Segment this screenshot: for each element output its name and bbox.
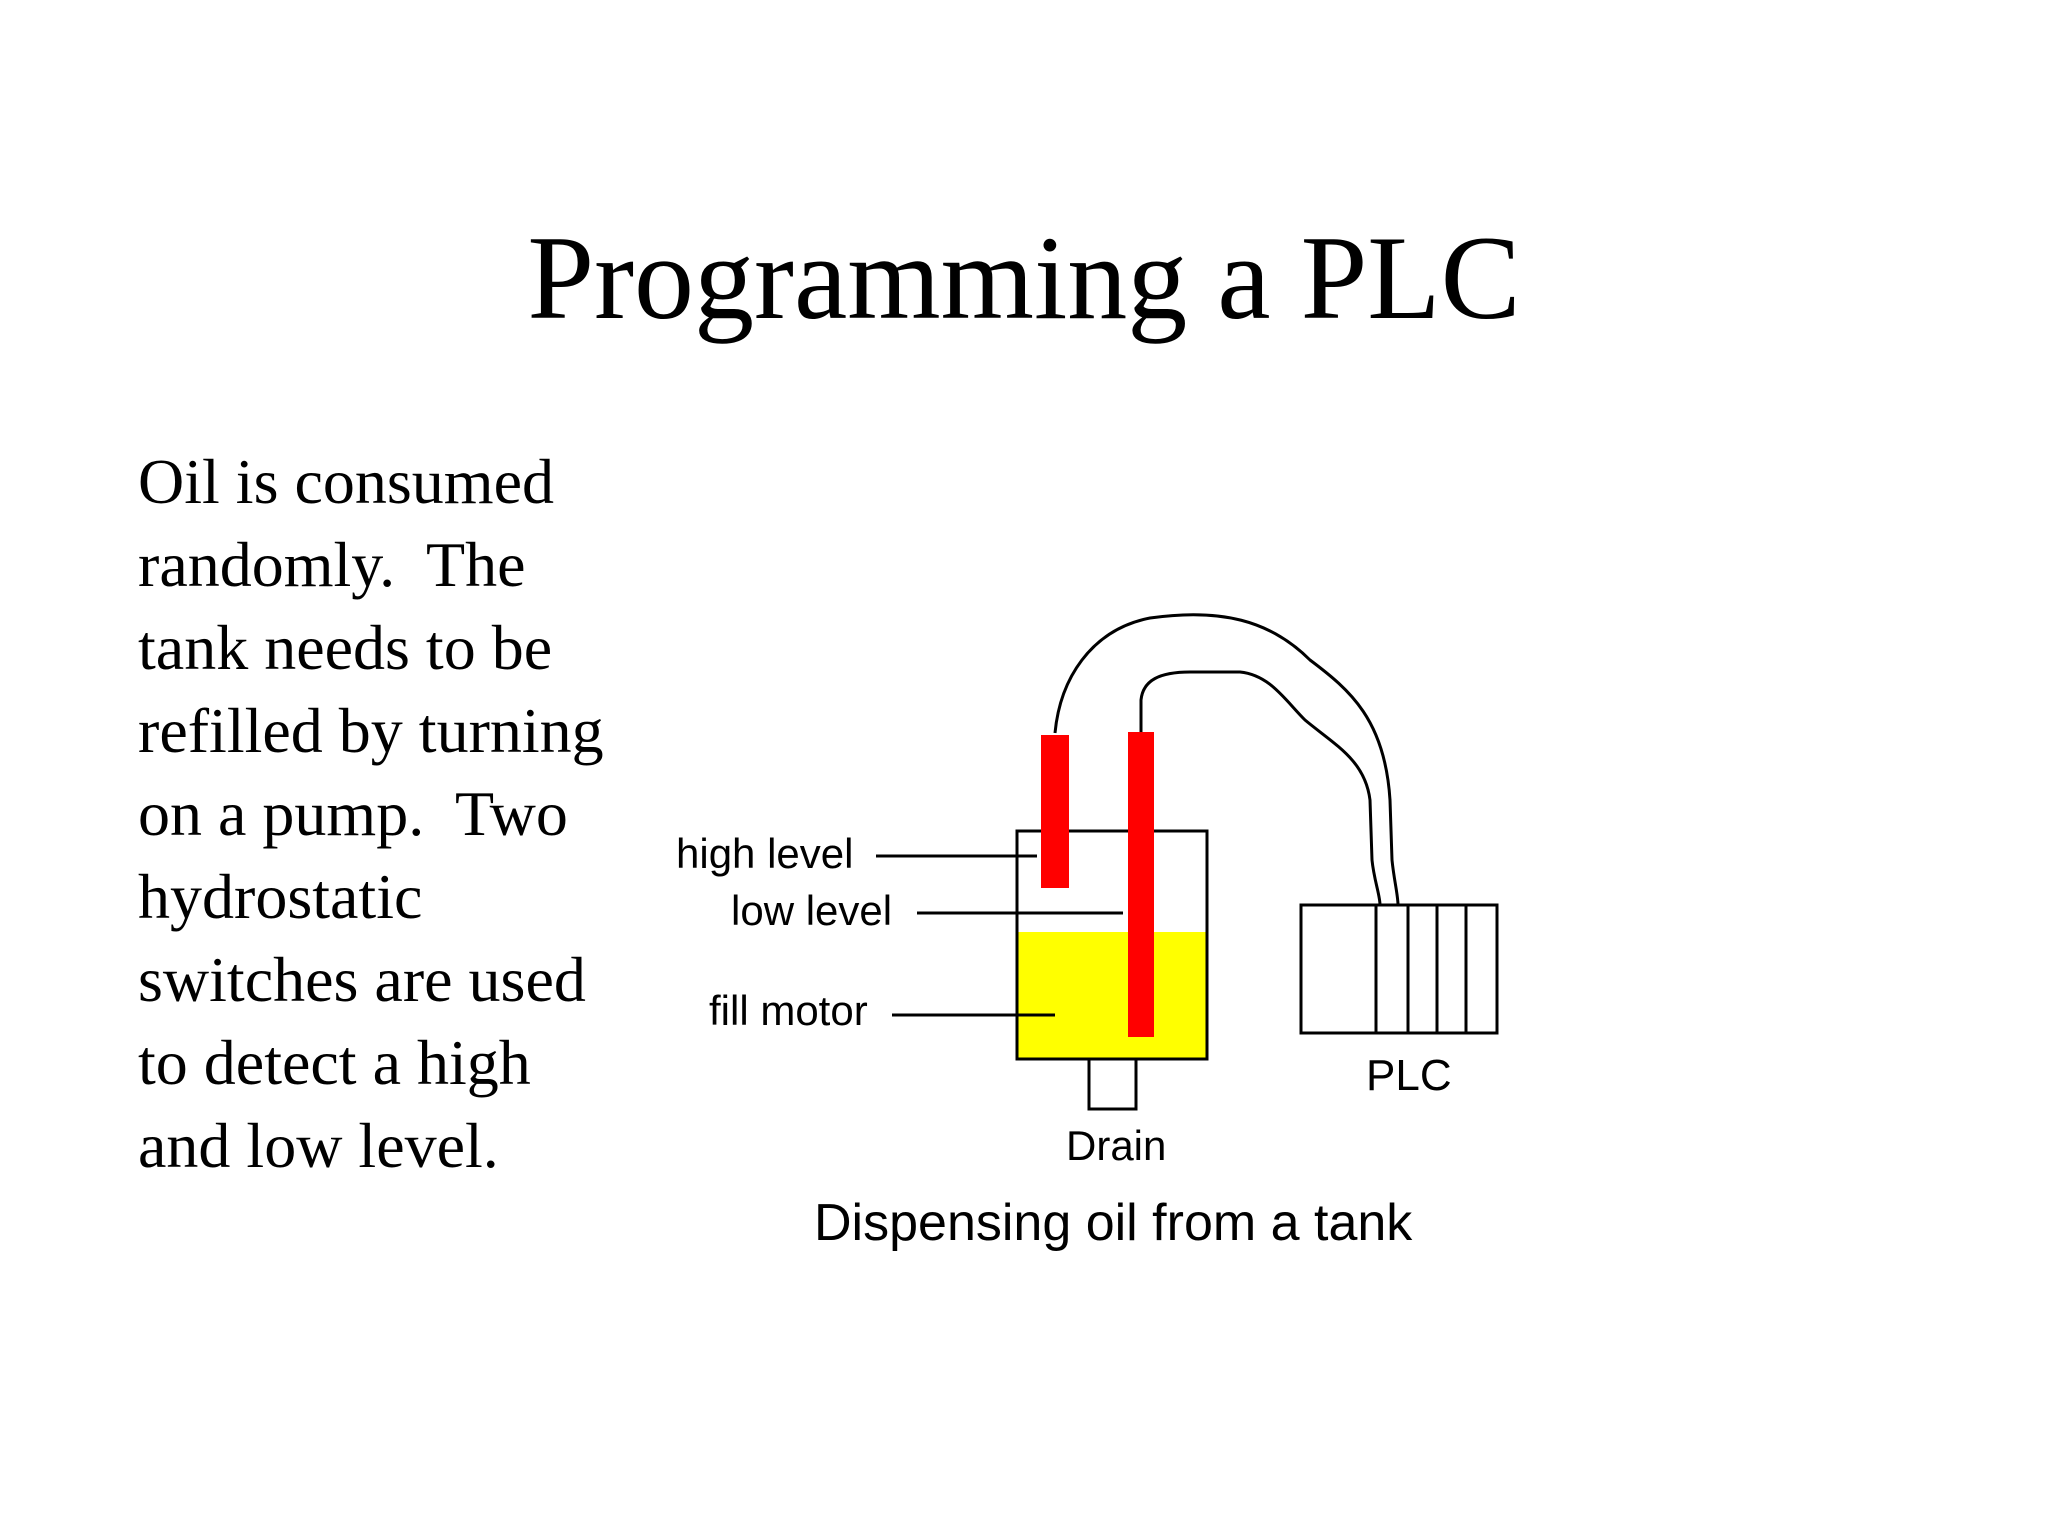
high-level-sensor: [1041, 735, 1069, 888]
plc-box: [1299, 903, 1499, 1035]
slide-body-text: Oil is consumed randomly. The tank needs…: [138, 440, 678, 1187]
fill-motor-label: fill motor: [709, 987, 868, 1034]
body-line: hydrostatic: [138, 861, 423, 932]
body-line: randomly. The: [138, 529, 526, 600]
plc-label: PLC: [1366, 1051, 1452, 1100]
body-line: tank needs to be: [138, 612, 553, 683]
low-level-sensor: [1128, 732, 1154, 1037]
low-level-label: low level: [731, 887, 892, 934]
body-line: Oil is consumed: [138, 446, 554, 517]
high-level-label: high level: [676, 830, 853, 877]
slide-title: Programming a PLC: [527, 211, 1521, 344]
body-line: refilled by turning: [138, 695, 604, 766]
body-line: and low level.: [138, 1110, 499, 1181]
drain-label: Drain: [1066, 1122, 1166, 1169]
drain-pipe: [1087, 1057, 1138, 1111]
body-line: switches are used: [138, 944, 586, 1015]
high-sensor-wire: [1053, 613, 1400, 906]
diagram-caption: Dispensing oil from a tank: [814, 1194, 1413, 1252]
oil-fill: [1017, 932, 1207, 1059]
body-line: to detect a high: [138, 1027, 531, 1098]
low-sensor-wire: [1139, 670, 1382, 906]
body-line: on a pump. Two: [138, 778, 568, 849]
